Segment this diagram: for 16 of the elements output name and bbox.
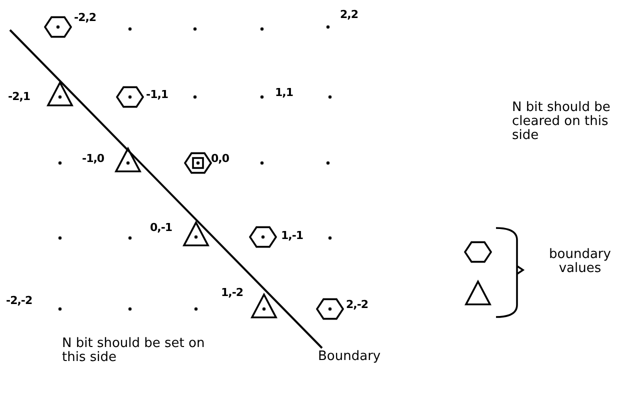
coordinate-label: 1,-1 <box>281 229 304 242</box>
coordinate-label: -1,0 <box>82 152 104 165</box>
coordinate-label: 0,-1 <box>150 221 172 234</box>
coordinate-label: -2,1 <box>8 90 30 103</box>
line-label: Boundary <box>318 350 381 364</box>
region-note: N bit should be set on this side <box>62 337 206 365</box>
legend-label: boundary values <box>548 248 612 276</box>
coordinate-label: -2,-2 <box>6 294 32 307</box>
coordinate-label: 2,2 <box>340 8 358 21</box>
coordinate-label: 1,1 <box>275 86 293 99</box>
coordinate-label: -1,1 <box>146 88 168 101</box>
coordinate-label: 0,0 <box>211 152 229 165</box>
coordinate-label: -2,2 <box>74 11 96 24</box>
coordinate-label: 2,-2 <box>346 298 368 311</box>
coordinate-label: 1,-2 <box>221 286 244 299</box>
region-note: N bit should be cleared on this side <box>512 101 612 143</box>
